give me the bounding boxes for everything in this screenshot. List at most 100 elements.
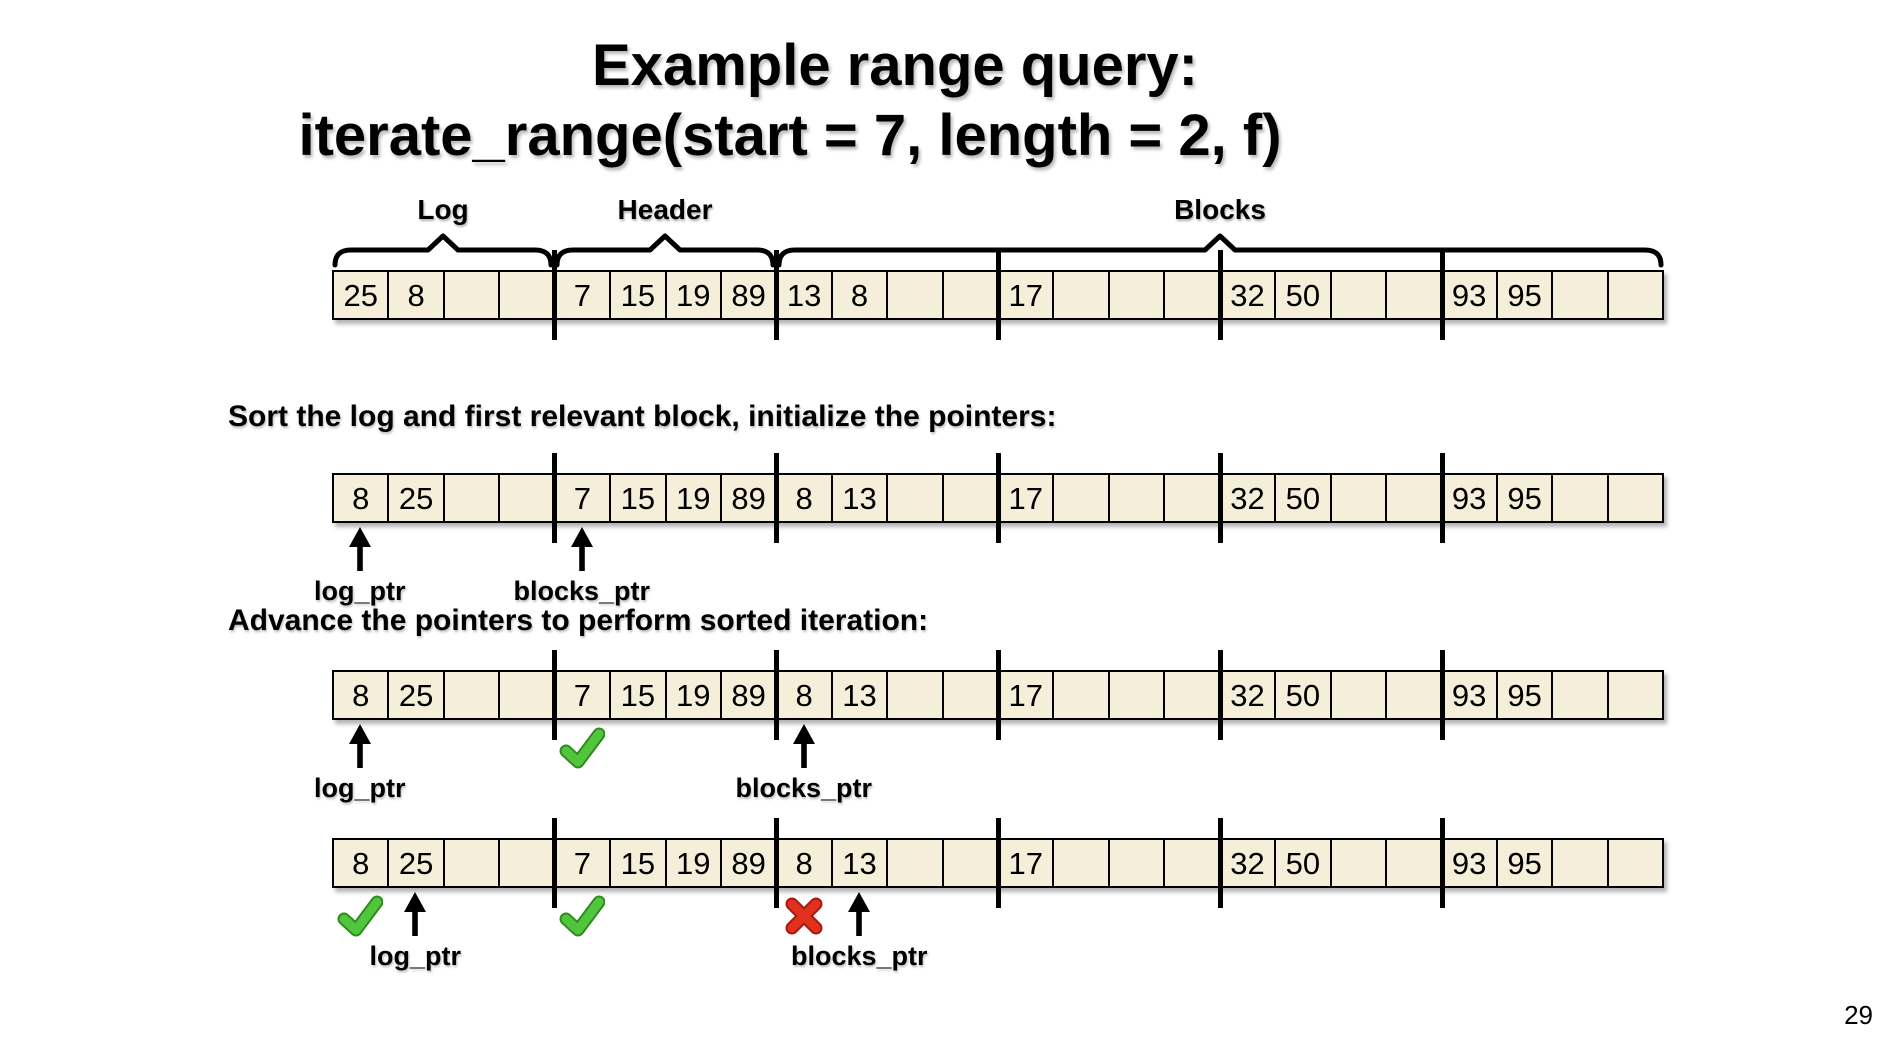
array-cell-empty [1332, 672, 1388, 718]
group-divider [773, 250, 779, 340]
array-cell: 8 [334, 475, 390, 521]
array-cell: 17 [999, 672, 1055, 718]
array-cell: 25 [389, 672, 445, 718]
blocks-ptr-label: blocks_ptr [790, 941, 928, 971]
header-region-label: Header [617, 194, 713, 225]
blocks-ptr-arrow [848, 892, 871, 936]
blocks-ptr-arrow [792, 724, 815, 768]
array-cell: 13 [833, 840, 889, 886]
group-divider [1439, 250, 1445, 340]
array-cell: 19 [667, 672, 722, 718]
group-divider [1439, 650, 1445, 740]
group-divider [551, 650, 557, 740]
array-cell: 89 [722, 475, 778, 521]
group-divider [1439, 818, 1445, 908]
array-cell-empty [1332, 840, 1388, 886]
array-cell-empty [500, 475, 556, 521]
blocks-region-label: Blocks [1174, 194, 1266, 225]
array-cell-empty [1332, 475, 1388, 521]
array-cell-empty [1110, 475, 1166, 521]
array-cell-empty [1054, 475, 1110, 521]
array-cell: 8 [334, 840, 390, 886]
group-divider [1217, 818, 1223, 908]
array-cell-empty [1609, 475, 1662, 521]
array-cell-empty [1609, 840, 1662, 886]
array-cell: 32 [1221, 475, 1277, 521]
group-divider [1217, 650, 1223, 740]
slide-title-line2: iterate_range(start = 7, length = 2, f) [298, 103, 1282, 168]
group-divider [1217, 453, 1223, 543]
group-divider [995, 453, 1001, 543]
array-cell: 13 [833, 475, 889, 521]
array-cell: 8 [833, 272, 889, 318]
slide-title-line1: Example range query: [592, 33, 1198, 98]
array-cell-empty [888, 272, 944, 318]
group-divider [551, 250, 557, 340]
array-cell: 89 [722, 272, 778, 318]
array-cell-empty [500, 840, 556, 886]
blocks-ptr-label: blocks_ptr [513, 576, 651, 606]
caption-advance-step: Advance the pointers to perform sorted i… [228, 604, 929, 637]
array-cell-empty [1553, 672, 1609, 718]
cross-icon [785, 897, 823, 935]
array-cell-empty [1553, 840, 1609, 886]
array-cell: 25 [389, 840, 445, 886]
array-cell: 7 [556, 672, 612, 718]
log-ptr-label: log_ptr [314, 576, 406, 606]
array-cell-empty [1165, 672, 1221, 718]
array-cell-empty [1387, 672, 1443, 718]
array-cell: 25 [389, 475, 445, 521]
array-cell: 89 [722, 840, 778, 886]
array-cell-empty [1553, 272, 1609, 318]
array-cell: 95 [1498, 475, 1554, 521]
array-cell: 50 [1276, 475, 1332, 521]
array-cell: 13 [833, 672, 889, 718]
array-cell-empty [1110, 672, 1166, 718]
array-cell-empty [888, 840, 944, 886]
group-divider [773, 650, 779, 740]
array-cell-empty [944, 272, 1000, 318]
array-cell-empty [1332, 272, 1388, 318]
page-number: 29 [1844, 1000, 1873, 1030]
array-cell: 89 [722, 672, 778, 718]
array-cell: 8 [334, 672, 390, 718]
group-divider [551, 453, 557, 543]
array-cell-empty [1165, 272, 1221, 318]
array-cell: 17 [999, 272, 1055, 318]
group-divider [995, 650, 1001, 740]
array-cell-empty [1387, 475, 1443, 521]
array-cell: 32 [1221, 672, 1277, 718]
array-cell: 19 [667, 272, 722, 318]
blocks-ptr-label: blocks_ptr [735, 773, 873, 803]
log-ptr-arrow [404, 892, 427, 936]
array-cell: 95 [1498, 672, 1554, 718]
array-cell-empty [1110, 840, 1166, 886]
array-cell: 93 [1442, 840, 1498, 886]
check-icon [337, 895, 383, 937]
array-cell: 50 [1276, 672, 1332, 718]
array-cell: 95 [1498, 840, 1554, 886]
log-region-label: Log [417, 194, 469, 225]
log-ptr-arrow [348, 527, 371, 571]
array-cell-empty [445, 272, 501, 318]
array-cell-empty [888, 672, 944, 718]
array-cell: 32 [1221, 272, 1277, 318]
array-cell-empty [944, 475, 1000, 521]
array-cell: 15 [611, 672, 667, 718]
array-cell-empty [445, 475, 501, 521]
array-cell: 7 [556, 475, 612, 521]
array-cell-empty [445, 672, 501, 718]
array-cell-empty [1387, 840, 1443, 886]
array-cell-empty [944, 672, 1000, 718]
array-cell: 15 [611, 272, 667, 318]
check-icon [559, 895, 605, 937]
group-divider [1439, 453, 1445, 543]
caption-sort-step: Sort the log and first relevant block, i… [228, 400, 1057, 433]
array-cell-empty [1553, 475, 1609, 521]
group-divider [773, 818, 779, 908]
array-cell-empty [1609, 672, 1662, 718]
array-cell: 19 [667, 840, 722, 886]
array-cell-empty [944, 840, 1000, 886]
array-cell: 93 [1442, 272, 1498, 318]
array-cell-empty [1054, 840, 1110, 886]
